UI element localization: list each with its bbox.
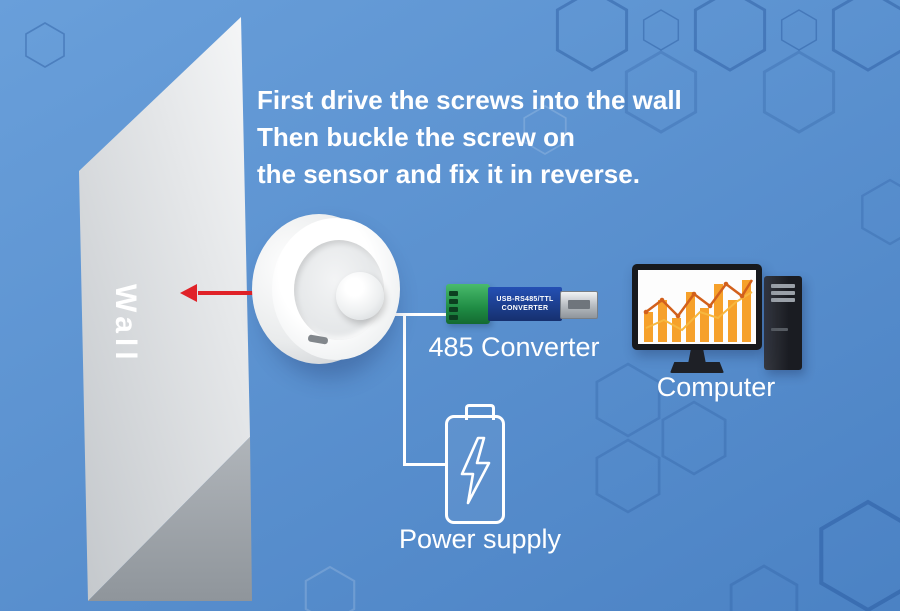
converter-board-text-2: CONVERTER (501, 305, 549, 312)
monitor-icon (632, 264, 762, 350)
wall-face (79, 17, 250, 601)
battery-body (445, 415, 505, 524)
converter-board-text-1: USB-RS485/TTL (496, 296, 554, 303)
wire-to-power-supply (403, 463, 448, 466)
bar-chart-icon (643, 279, 754, 342)
terminal-block (446, 284, 490, 324)
battery-icon (445, 404, 507, 524)
usb-plug (560, 291, 598, 319)
battery-cap (465, 404, 495, 420)
instruction-text: First drive the screws into the wall The… (257, 82, 682, 193)
tower-icon (764, 276, 802, 370)
wire-sensor-to-converter (378, 313, 448, 316)
computer-icon (630, 256, 810, 378)
wire-junction-vertical (403, 313, 406, 466)
mount-arrow-icon (180, 284, 197, 302)
computer-label: Computer (656, 372, 776, 402)
wall-label: Wall (109, 284, 142, 365)
sensor-lens-dome (336, 272, 384, 320)
instruction-line-2: Then buckle the screw on (257, 122, 575, 152)
usb-converter-icon: USB-RS485/TTL CONVERTER (446, 278, 598, 328)
instruction-line-3: the sensor and fix it in reverse. (257, 159, 640, 189)
monitor-stand-neck (688, 350, 706, 364)
wall-bottom-edge (88, 437, 252, 601)
monitor-screen (638, 270, 756, 344)
instruction-line-1: First drive the screws into the wall (257, 85, 682, 115)
monitor-stand-base (670, 362, 724, 373)
sensor-device-icon (250, 206, 406, 366)
mount-arrow-line (198, 291, 256, 295)
power-supply-label: Power supply (398, 524, 562, 554)
lightning-bolt-icon (460, 436, 491, 505)
converter-label: 485 Converter (428, 332, 600, 362)
converter-pcb: USB-RS485/TTL CONVERTER (488, 287, 562, 321)
